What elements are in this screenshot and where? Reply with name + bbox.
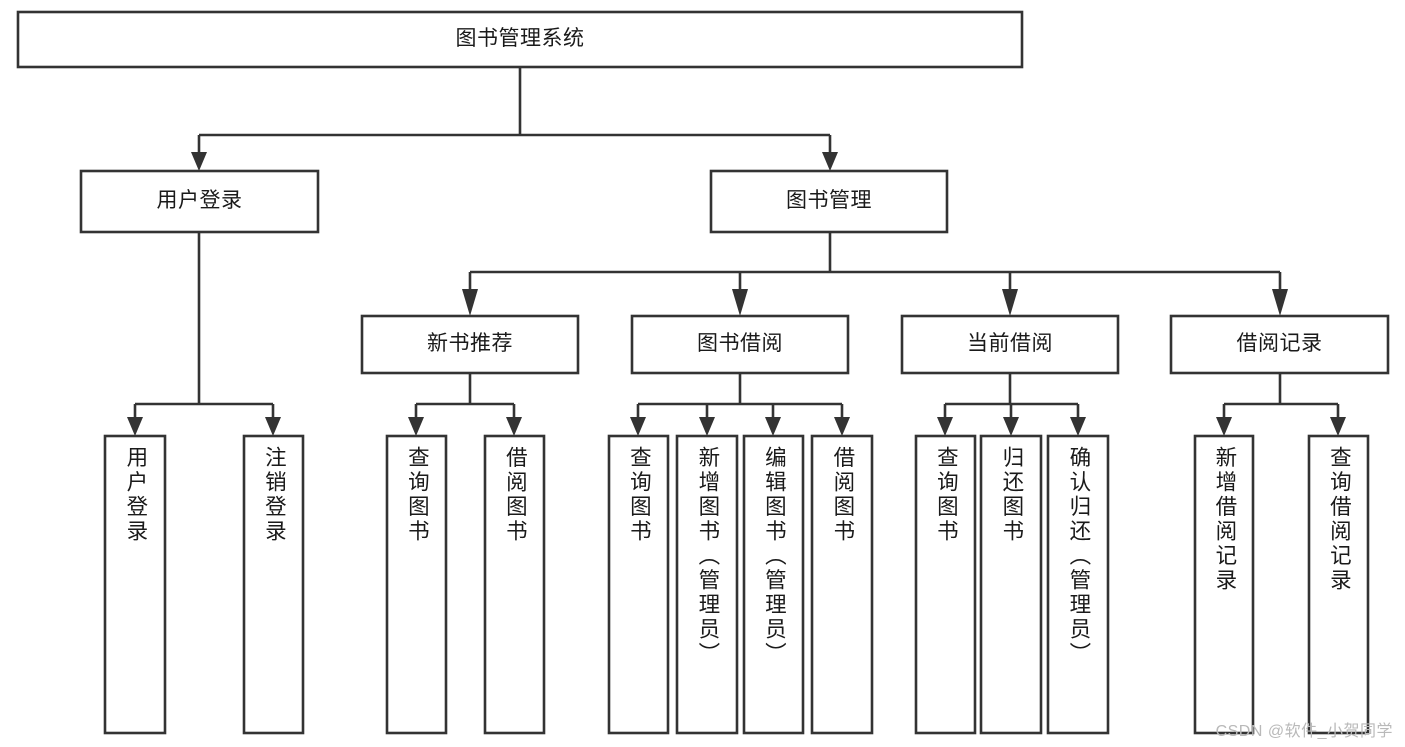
node-box-leaf-3[interactable]	[483, 434, 546, 735]
arrow-head-leaf-confirm-return	[1070, 417, 1086, 436]
arrow-head-leaf-logout	[265, 417, 281, 436]
node-box-leaf-11[interactable]	[1193, 434, 1255, 735]
connector-layer	[127, 67, 1346, 436]
arrow-head-root-to-book-manage	[822, 152, 838, 171]
node-box-leaf-8[interactable]	[914, 434, 977, 735]
arrow-head-new-book-rec	[462, 289, 478, 316]
node-box-leaf-7[interactable]	[810, 434, 874, 735]
node-box-borrow-record[interactable]	[1169, 314, 1390, 375]
node-box-leaf-5[interactable]	[675, 434, 739, 735]
arrow-head-leaf-user-login	[127, 417, 143, 436]
node-box-leaf-12[interactable]	[1307, 434, 1370, 735]
node-box-leaf-0[interactable]	[103, 434, 167, 735]
node-box-layer	[16, 10, 1390, 735]
arrow-head-root-to-user-login	[191, 152, 207, 171]
arrow-head-leaf-return-book	[1003, 417, 1019, 436]
arrow-head-leaf-borrow-book-1	[506, 417, 522, 436]
arrow-head-leaf-edit-book	[765, 417, 781, 436]
node-box-current-borrow[interactable]	[900, 314, 1120, 375]
node-box-leaf-6[interactable]	[742, 434, 805, 735]
arrow-head-leaf-borrow-book-2	[834, 417, 850, 436]
node-box-leaf-1[interactable]	[242, 434, 305, 735]
arrow-head-leaf-query-book-2	[630, 417, 646, 436]
node-box-user-login[interactable]	[79, 169, 320, 234]
csdn-watermark: CSDN @软件_小贺同学	[1215, 723, 1393, 740]
node-box-book-borrow[interactable]	[630, 314, 850, 375]
arrow-head-borrow-record	[1272, 289, 1288, 316]
arrow-head-leaf-add-record	[1216, 417, 1232, 436]
node-box-leaf-2[interactable]	[385, 434, 448, 735]
node-box-leaf-4[interactable]	[607, 434, 670, 735]
arrow-head-leaf-query-book-1	[408, 417, 424, 436]
arrow-head-current-borrow	[1002, 289, 1018, 316]
arrow-head-leaf-query-record	[1330, 417, 1346, 436]
arrow-head-book-borrow	[732, 289, 748, 316]
arrow-head-leaf-query-book-3	[937, 417, 953, 436]
arrow-head-leaf-add-book	[699, 417, 715, 436]
node-box-leaf-10[interactable]	[1046, 434, 1110, 735]
node-box-new-book-recommend[interactable]	[360, 314, 580, 375]
node-box-root[interactable]	[16, 10, 1024, 69]
node-box-leaf-9[interactable]	[979, 434, 1043, 735]
node-box-book-manage[interactable]	[709, 169, 949, 234]
